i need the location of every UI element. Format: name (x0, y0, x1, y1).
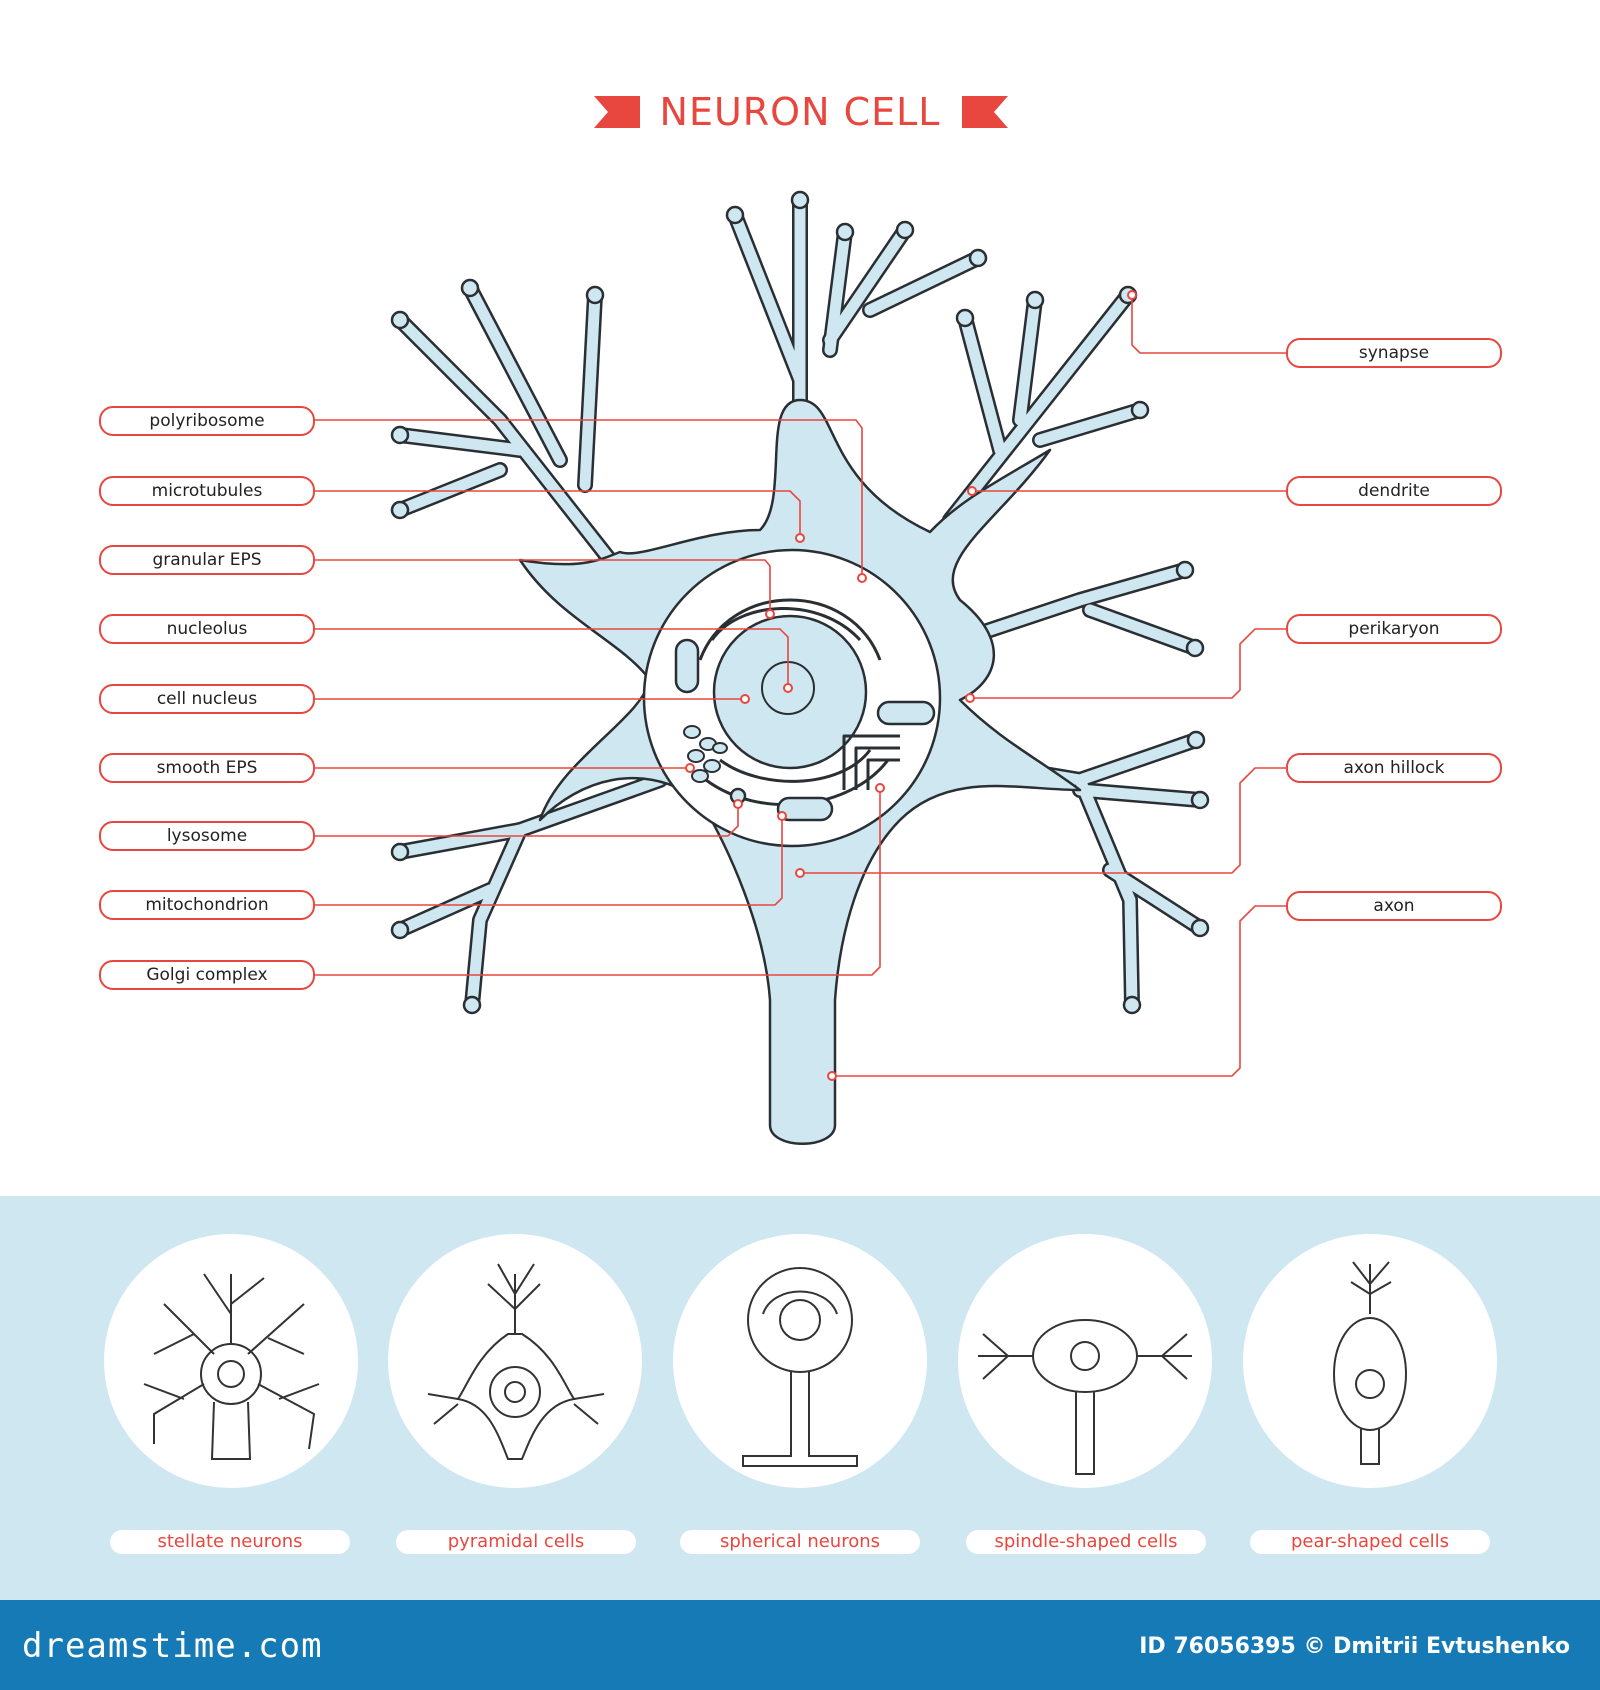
page-title: NEURON CELL (659, 90, 941, 134)
label-cell-nucleus: cell nucleus (99, 684, 315, 714)
label-spherical-neurons: spherical neurons (680, 1530, 920, 1554)
label-dendrite: dendrite (1286, 476, 1502, 506)
synapse-terminals (390, 190, 1210, 1015)
title-banner: NEURON CELL (0, 82, 1600, 142)
label-spindle-shaped-cells: spindle-shaped cells (966, 1530, 1206, 1554)
label-stellate-neurons: stellate neurons (110, 1530, 350, 1554)
label-perikaryon: perikaryon (1286, 614, 1502, 644)
label-granular-eps: granular EPS (99, 545, 315, 575)
label-mitochondrion: mitochondrion (99, 890, 315, 920)
label-pear-shaped-cells: pear-shaped cells (1250, 1530, 1490, 1554)
mitochondria-shapes (674, 638, 936, 822)
label-polyribosome: polyribosome (99, 406, 315, 436)
label-microtubules: microtubules (99, 476, 315, 506)
spindle-shaped-cell-illustration (958, 1234, 1212, 1488)
neuron-body (390, 190, 1210, 1145)
label-pyramidal-cells: pyramidal cells (396, 1530, 636, 1554)
pyramidal-cell-illustration (388, 1234, 642, 1488)
footer-bar: dreamstime.com ID 76056395 © Dmitrii Evt… (0, 1600, 1600, 1690)
dendrites (392, 192, 1208, 1013)
stellate-neuron-illustration (104, 1234, 358, 1488)
label-synapse: synapse (1286, 338, 1502, 368)
label-axon-hillock: axon hillock (1286, 753, 1502, 783)
neuron-diagram (313, 190, 1286, 1145)
footer-credit: ID 76056395 © Dmitrii Evtushenko (1139, 1634, 1570, 1659)
label-nucleolus: nucleolus (99, 614, 315, 644)
leader-lines (313, 295, 1286, 1077)
footer-brand[interactable]: dreamstime.com (22, 1626, 323, 1666)
label-smooth-eps: smooth EPS (99, 753, 315, 783)
leader-dots (685, 290, 1137, 1081)
golgi-shape (842, 734, 900, 790)
pear-shaped-cell-illustration (1243, 1234, 1497, 1488)
label-axon: axon (1286, 891, 1502, 921)
smooth-eps-shapes (683, 725, 728, 783)
label-lysosome: lysosome (99, 821, 315, 851)
spherical-neuron-illustration (673, 1234, 927, 1488)
label-golgi-complex: Golgi complex (99, 960, 315, 990)
